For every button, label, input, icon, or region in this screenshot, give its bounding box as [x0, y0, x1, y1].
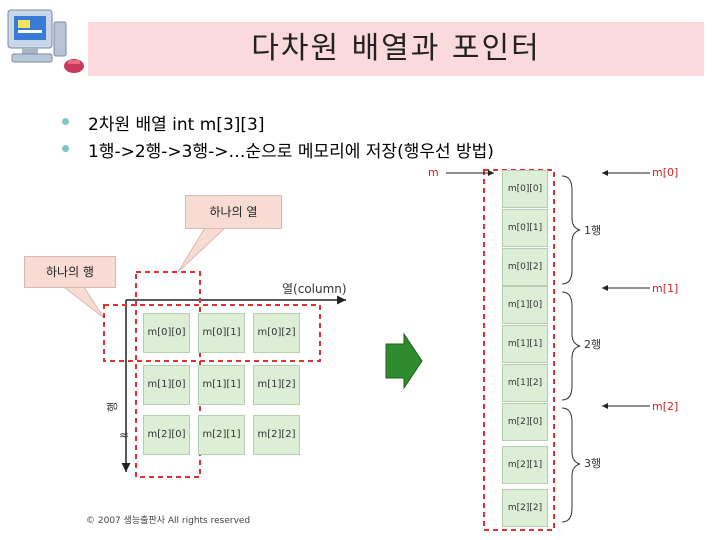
memory-cell: m[0][1] — [502, 209, 548, 247]
grid-cell: m[0][2] — [253, 313, 300, 353]
column-axis-label: 열(column) — [282, 282, 347, 296]
bullet-text: 2차원 배열 int m[3][3] — [88, 115, 265, 135]
grid-cell: m[1][2] — [253, 365, 300, 405]
axis-break-icon: ≈ — [119, 428, 130, 442]
grid-cell: m[2][2] — [253, 415, 300, 455]
grid-cell: m[0][1] — [198, 313, 245, 353]
row-group-label: 3행 — [584, 457, 602, 470]
column-callout: 하나의 열 — [185, 195, 282, 229]
row-group-label: 1행 — [584, 224, 602, 237]
row-callout: 하나의 행 — [24, 256, 116, 288]
bullet-dot — [62, 118, 69, 125]
bullet-dot — [62, 145, 69, 152]
memory-cell: m[2][0] — [502, 403, 548, 441]
grid-cell: m[1][0] — [143, 365, 190, 405]
copyright-text: © 2007 생능출판사 All rights reserved — [86, 516, 251, 526]
memory-cell: m[1][1] — [502, 325, 548, 363]
memory-cell: m[0][0] — [502, 170, 548, 208]
pointer-label: m[2] — [652, 400, 679, 413]
memory-cell: m[1][2] — [502, 364, 548, 402]
title-bar — [88, 22, 704, 76]
grid-cell: m[2][1] — [198, 415, 245, 455]
memory-cell: m[2][1] — [502, 446, 548, 484]
grid-cell: m[2][0] — [143, 415, 190, 455]
memory-cell: m[1][0] — [502, 286, 548, 324]
grid-cell: m[0][0] — [143, 313, 190, 353]
row-axis-label: 행 — [106, 401, 119, 412]
grid-cell: m[1][1] — [198, 365, 245, 405]
slide-title: 다차원 배열과 포인터 — [251, 31, 541, 66]
memory-cell: m[0][2] — [502, 248, 548, 286]
pointer-label: m[0] — [652, 166, 679, 179]
memory-cell: m[2][2] — [502, 489, 548, 527]
computer-logo-icon — [7, 9, 84, 73]
pointer-label: m[1] — [652, 282, 679, 295]
bullet-text: 1행->2행->3행->…순으로 메모리에 저장(행우선 방법) — [88, 142, 494, 162]
big-arrow-icon — [385, 332, 423, 390]
m-label: m — [428, 166, 439, 179]
row-group-label: 2행 — [584, 338, 602, 351]
